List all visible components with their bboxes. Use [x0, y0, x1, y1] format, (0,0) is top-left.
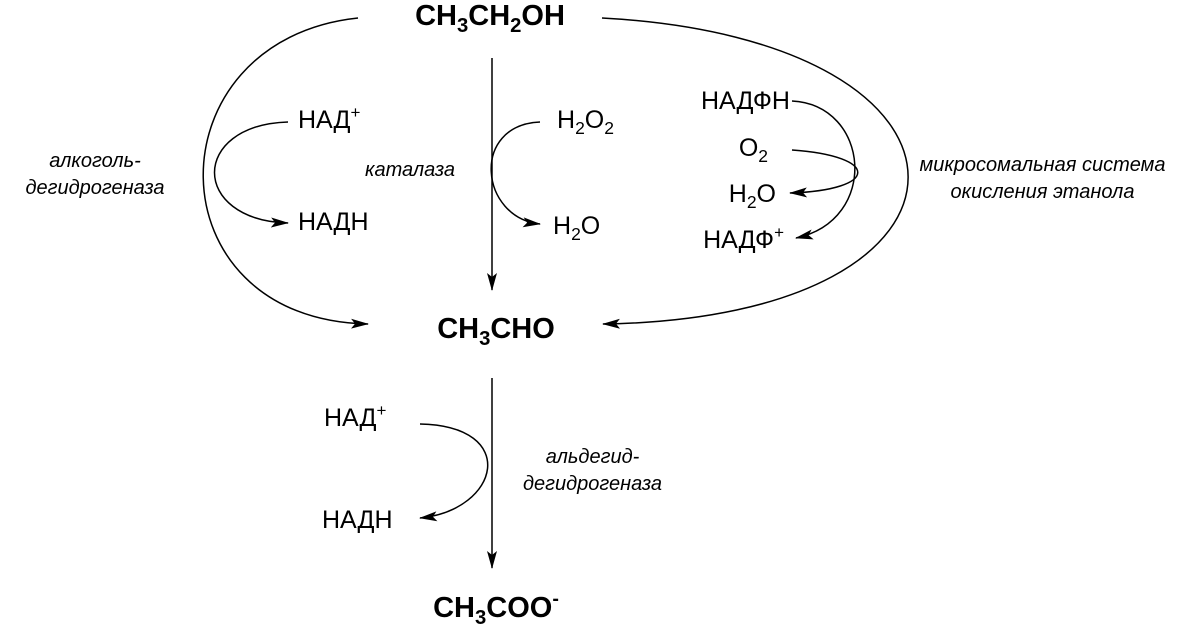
- adh-enzyme-label: алкоголь- дегидрогеназа: [25, 150, 165, 199]
- acetaldehyde-formula: CH3CHO: [437, 313, 555, 351]
- meos-h2o: H2O: [728, 180, 776, 213]
- meos-nadph: НАДФН: [700, 87, 790, 115]
- adh-nadh: НАДН: [298, 208, 369, 236]
- aldh-cofactor-arrow: [419, 423, 489, 522]
- meos-o2-arrow: [789, 149, 859, 198]
- catalase-enzyme-label: каталаза: [365, 159, 456, 181]
- adh-nad-plus: НАД+: [298, 102, 361, 134]
- acetate-formula: CH3COO-: [433, 588, 559, 629]
- meos-nadp-plus: НАДФ+: [703, 222, 784, 254]
- catalase-cofactor-arrow: [490, 121, 541, 228]
- meos-o2: O2: [738, 134, 768, 167]
- meos-nadph-arrow: [791, 100, 856, 240]
- meos-enzyme-label: микросомальная система окисления этанола: [919, 154, 1166, 203]
- aldh-nad-plus: НАД+: [324, 400, 387, 432]
- catalase-h2o: H2O: [553, 212, 601, 245]
- aldh-enzyme-label: альдегид- дегидрогеназа: [522, 446, 663, 495]
- catalase-h2o2: H2O2: [557, 106, 614, 139]
- aldh-nadh: НАДН: [322, 506, 393, 534]
- adh-main-arrow: [202, 17, 369, 329]
- meos-main-arrow: [601, 17, 909, 329]
- ethanol-formula: CH3CH2OH: [415, 0, 565, 38]
- adh-cofactor-arrow: [213, 121, 289, 228]
